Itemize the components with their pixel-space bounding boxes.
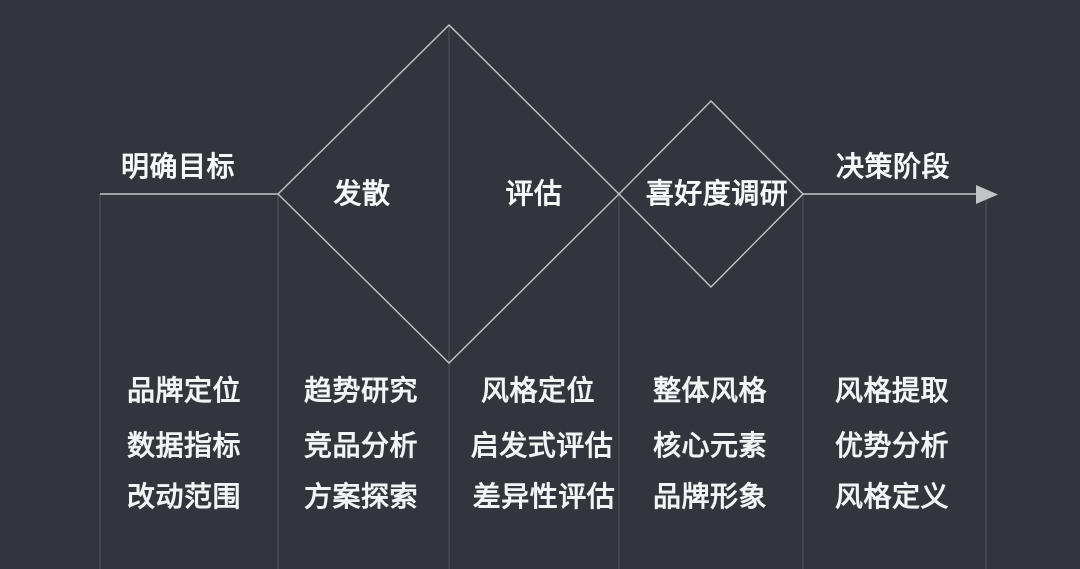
list-item: 整体风格: [652, 375, 768, 406]
list-item: 品牌定位: [126, 375, 242, 406]
list-item: 趋势研究: [303, 375, 419, 406]
list-item: 品牌形象: [652, 481, 768, 512]
phase-label-preference-research: 喜好度调研: [645, 178, 789, 209]
list-item: 风格提取: [834, 375, 950, 406]
phase-label-decision-stage: 决策阶段: [835, 151, 951, 182]
list-item: 改动范围: [126, 481, 242, 512]
phase-label-clarify-goals: 明确目标: [120, 151, 236, 182]
list-item: 数据指标: [126, 430, 242, 461]
list-item: 优势分析: [834, 430, 950, 461]
list-item: 风格定位: [480, 375, 596, 406]
phase-label-diverge: 发散: [333, 178, 391, 209]
list-item: 核心元素: [652, 430, 768, 461]
right-arrow-icon: [976, 185, 998, 204]
list-item: 方案探索: [303, 481, 419, 512]
list-item: 启发式评估: [470, 430, 614, 461]
list-item: 差异性评估: [472, 481, 616, 512]
list-item: 风格定义: [834, 481, 950, 512]
phase-label-evaluate: 评估: [505, 178, 563, 209]
list-item: 竞品分析: [303, 430, 419, 461]
